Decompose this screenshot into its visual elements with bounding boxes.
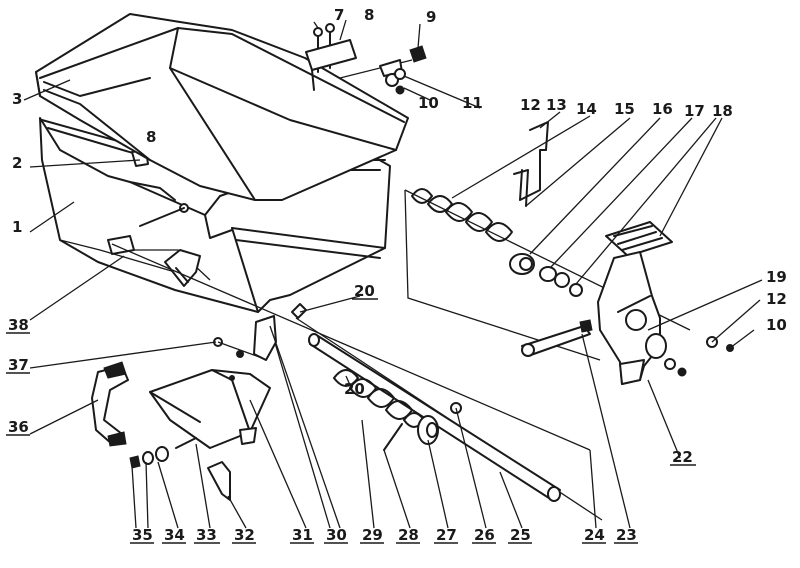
callout-13: 13 — [546, 96, 567, 114]
callout-12-top: 12 — [520, 96, 541, 114]
auger-spiral-upper — [411, 188, 513, 242]
callout-14: 14 — [576, 100, 597, 118]
callout-labels: 1 2 3 7 8 9 10 11 12 13 14 15 16 17 18 1… — [8, 6, 787, 544]
callout-1: 1 — [12, 218, 22, 236]
callout-32: 32 — [234, 526, 255, 544]
callout-2: 2 — [12, 154, 22, 172]
callout-9: 9 — [426, 8, 436, 26]
callout-20-mid: 20 — [344, 380, 365, 398]
callout-12-right: 12 — [766, 290, 787, 308]
callout-29: 29 — [362, 526, 383, 544]
callout-7: 7 — [334, 6, 344, 24]
callout-28: 28 — [398, 526, 419, 544]
lid-mark-label: 8 — [146, 128, 156, 146]
callout-17: 17 — [684, 102, 705, 120]
callout-15: 15 — [614, 100, 635, 118]
auger-lower-assembly — [111, 243, 603, 529]
callout-3: 3 — [12, 90, 22, 108]
callout-20-top: 20 — [354, 282, 375, 300]
bracket-assembly — [91, 315, 277, 501]
callout-31: 31 — [292, 526, 313, 544]
callout-36: 36 — [8, 418, 29, 436]
label-underlines — [6, 298, 696, 544]
callout-18: 18 — [712, 102, 733, 120]
callout-8: 8 — [364, 6, 374, 24]
callout-35: 35 — [132, 526, 153, 544]
callout-27: 27 — [436, 526, 457, 544]
callout-19: 19 — [766, 268, 787, 286]
callout-23: 23 — [616, 526, 637, 544]
leader-lines — [23, 19, 763, 529]
callout-10-right: 10 — [766, 316, 787, 334]
hinge-hardware — [305, 23, 427, 95]
callout-11: 11 — [462, 94, 483, 112]
callout-30: 30 — [326, 526, 347, 544]
callout-34: 34 — [164, 526, 185, 544]
auger-upper-assembly — [404, 121, 734, 385]
callout-24: 24 — [584, 526, 605, 544]
callout-38: 38 — [8, 316, 29, 334]
callout-26: 26 — [474, 526, 495, 544]
callout-22: 22 — [672, 448, 693, 466]
callout-33: 33 — [196, 526, 217, 544]
callout-16: 16 — [652, 100, 673, 118]
callout-10-top: 10 — [418, 94, 439, 112]
callout-37: 37 — [8, 356, 29, 374]
callout-25: 25 — [510, 526, 531, 544]
